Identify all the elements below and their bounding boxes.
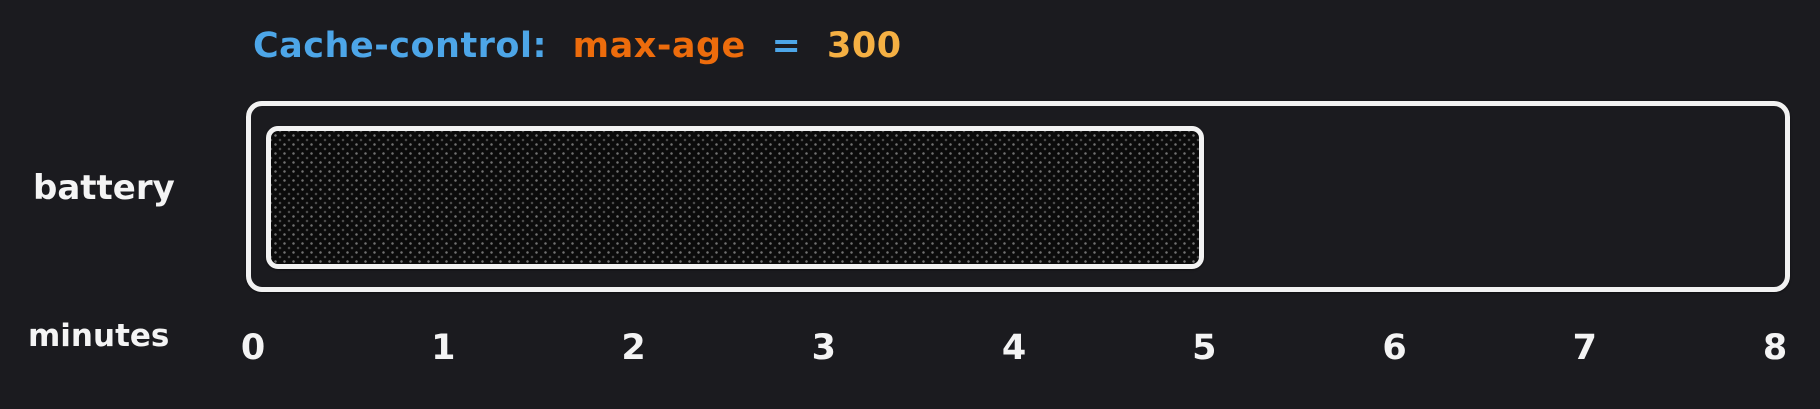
tick-label: 0 <box>240 328 266 368</box>
battery-outline <box>246 101 1790 292</box>
tick-label: 3 <box>811 328 836 368</box>
tick-label: 5 <box>1192 328 1217 368</box>
tick-label: 2 <box>621 328 646 368</box>
title-value-300: 300 <box>826 26 902 66</box>
tick-label: 8 <box>1762 328 1788 368</box>
title-equals: = <box>771 26 802 66</box>
tick-label: 4 <box>1001 328 1027 368</box>
minutes-axis-label: minutes <box>28 318 170 354</box>
tick-label: 7 <box>1572 328 1597 368</box>
battery-fill <box>266 126 1205 269</box>
tick-label: 6 <box>1382 328 1407 368</box>
battery-row-label: battery <box>33 168 175 208</box>
title-max-age: max-age <box>572 26 746 66</box>
axis-tick-labels: 0 1 2 3 4 5 6 7 8 <box>0 328 1820 388</box>
diagram-title: Cache-control: max-age = 300 <box>253 26 902 66</box>
title-cache-control: Cache-control: <box>253 26 547 66</box>
tick-label: 1 <box>431 328 456 368</box>
